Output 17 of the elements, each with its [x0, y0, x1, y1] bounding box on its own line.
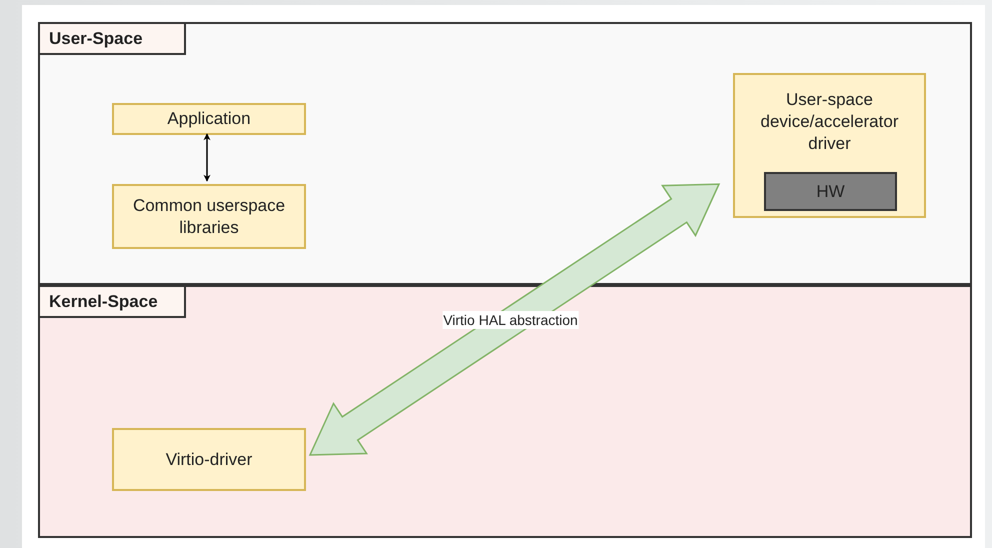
hardware-box: [764, 172, 897, 211]
edge-label: Virtio HAL abstraction: [442, 310, 579, 329]
node-text: Common userspace libraries: [132, 194, 286, 238]
node-text: Application: [167, 108, 251, 130]
arrow: [204, 133, 210, 182]
region-band: [38, 285, 972, 538]
component-box: [112, 428, 306, 491]
node-text: User-space device/accelerator driver: [760, 89, 900, 155]
node-text: Virtio-driver: [166, 448, 252, 470]
component-box: [112, 184, 306, 249]
region-band: [38, 22, 972, 285]
region-tab-label: User-Space: [38, 22, 186, 55]
component-box: [733, 73, 926, 218]
double-block-arrow: [308, 183, 720, 456]
region-tab-label: Kernel-Space: [38, 285, 186, 318]
component-box: [112, 103, 306, 135]
node-text: HW: [816, 180, 845, 202]
